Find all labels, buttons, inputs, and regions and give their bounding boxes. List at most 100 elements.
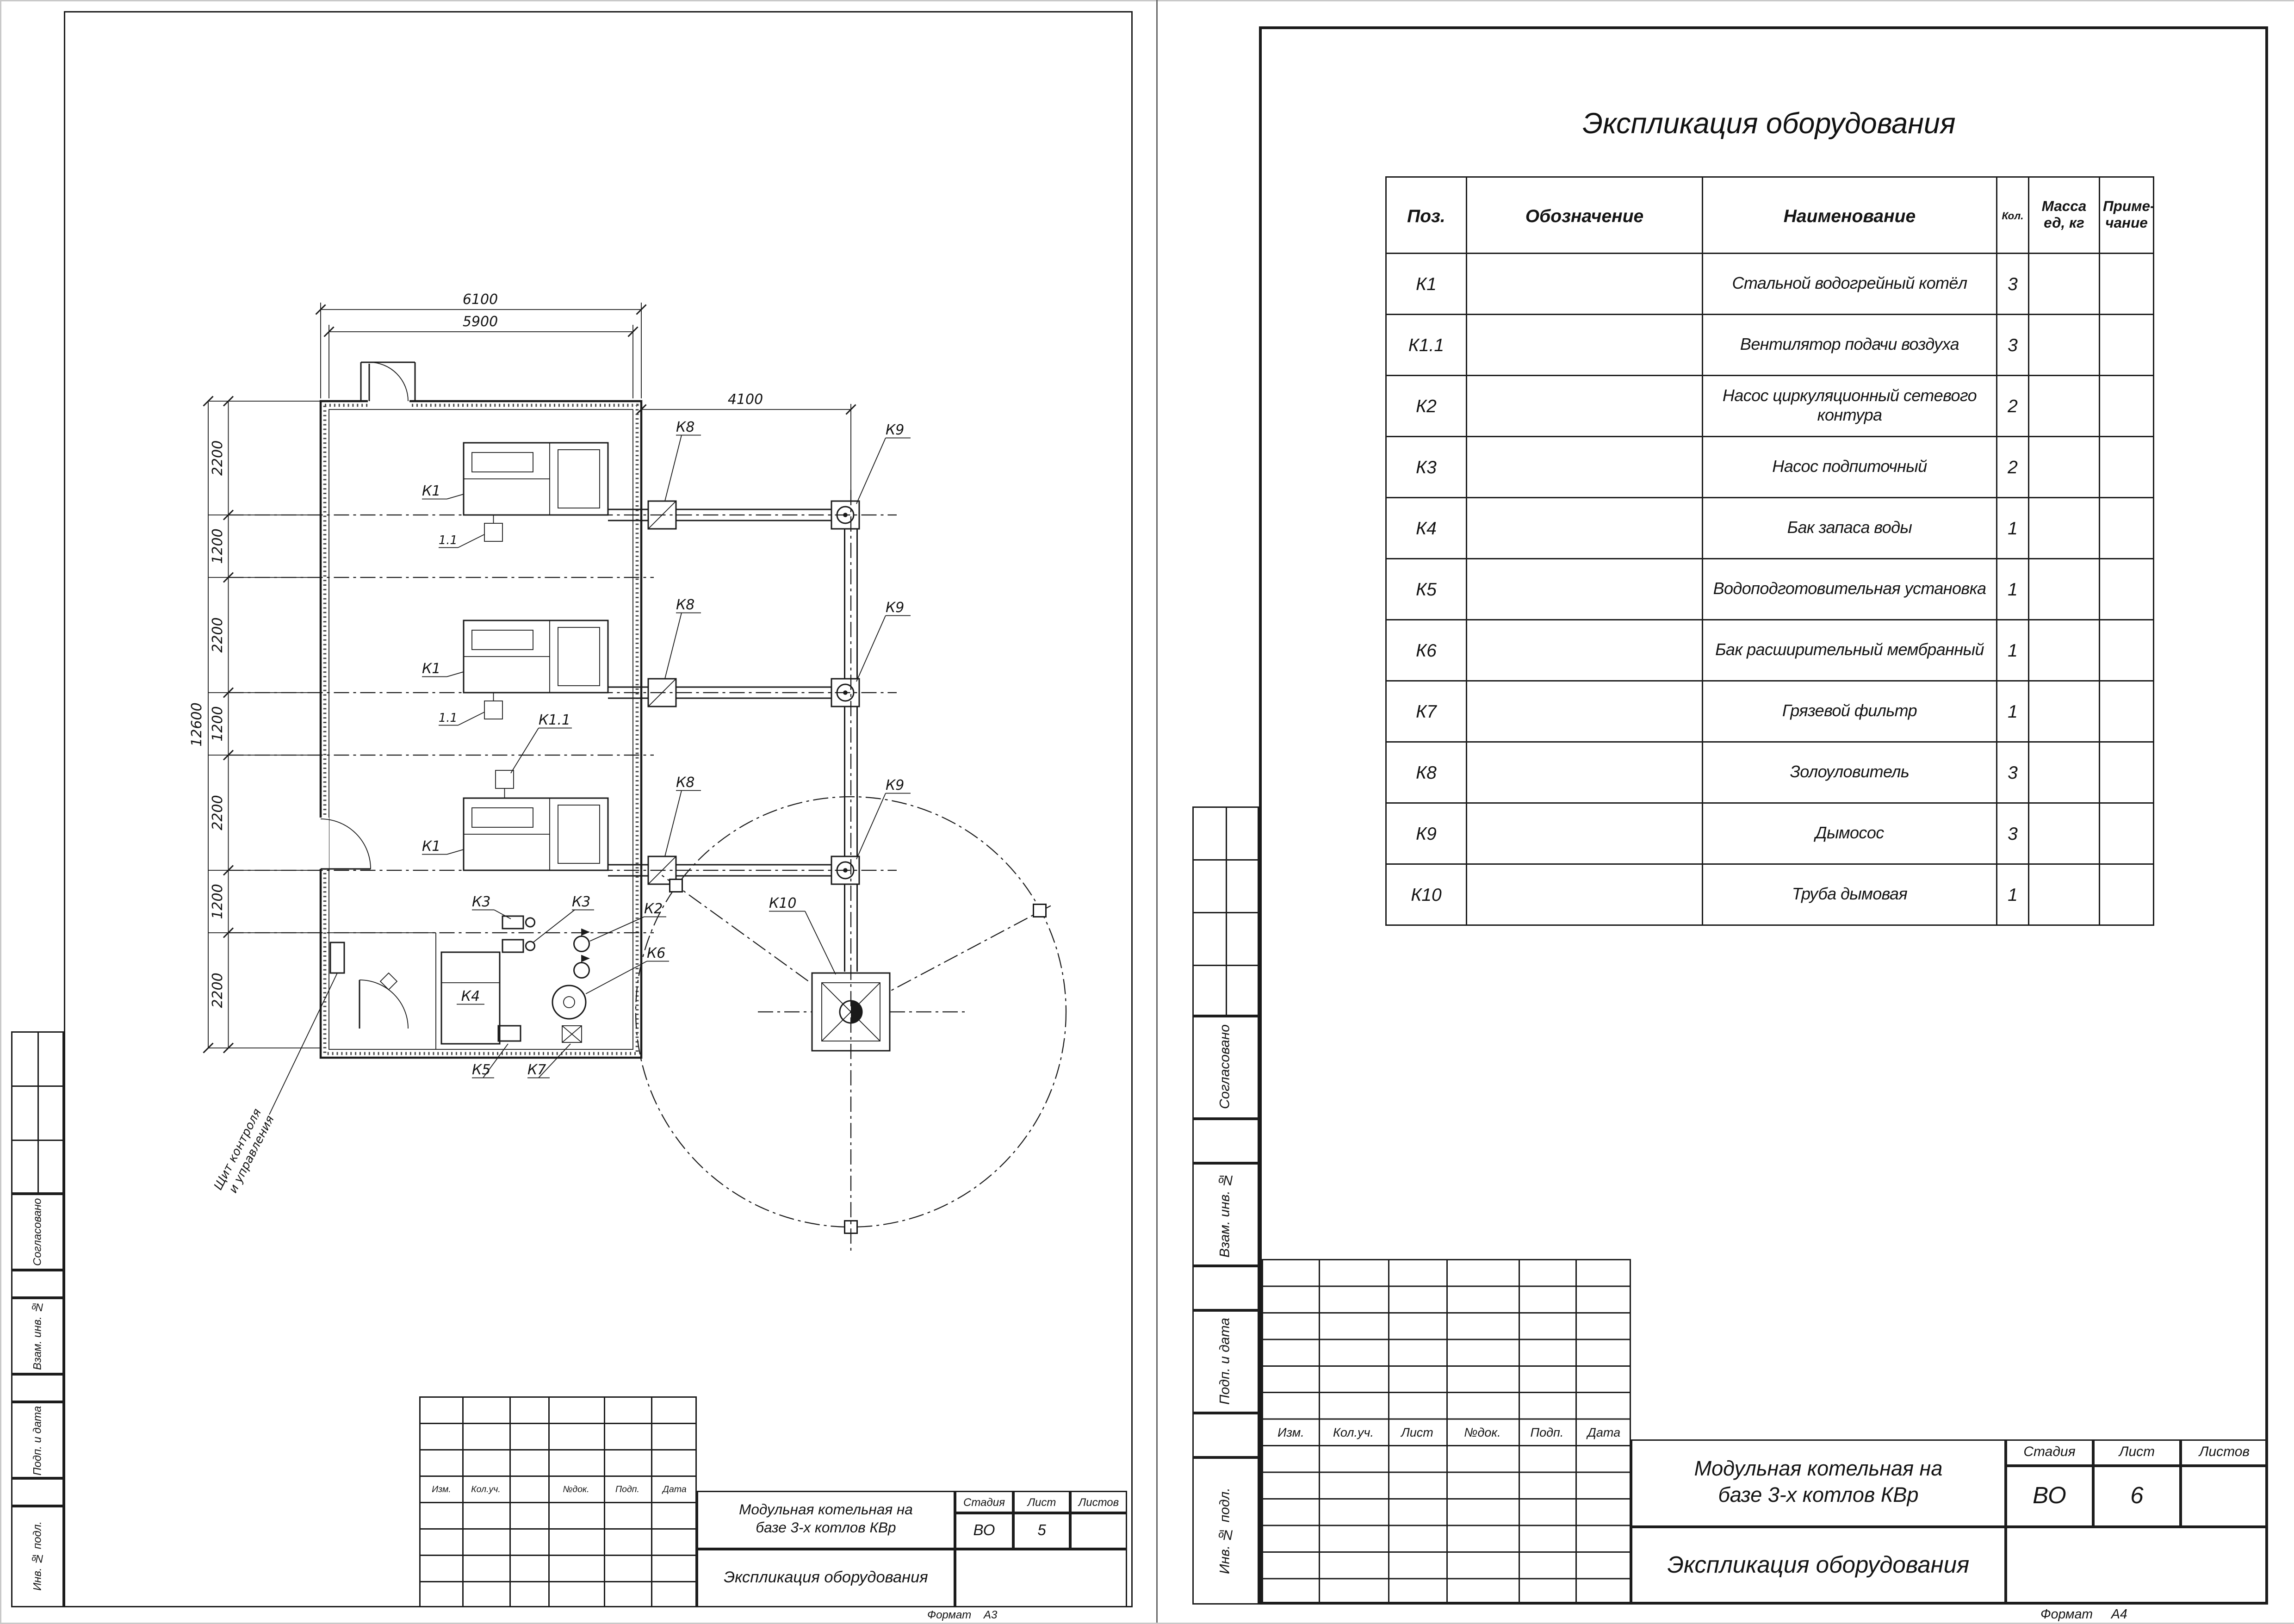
spec-cell-designation bbox=[1466, 436, 1703, 498]
spec-title: Экспликация оборудования bbox=[1582, 108, 1956, 140]
spec-cell-mass bbox=[2028, 253, 2100, 315]
dim-12600: 12600 bbox=[189, 702, 205, 746]
spec-cell-pos: К1.1 bbox=[1385, 314, 1467, 376]
spec-cell-name: Водоподготовительная установка bbox=[1702, 558, 1997, 620]
label-k1-3: К1 bbox=[422, 838, 440, 855]
a3-doc-name: Экспликация оборудования bbox=[697, 1549, 955, 1607]
strip-a4-podp: Подп. и дата bbox=[1192, 1310, 1259, 1413]
a4-rev-list: Лист bbox=[1401, 1426, 1433, 1440]
spec-cell-qty: 2 bbox=[1996, 436, 2029, 498]
spec-row: К6 Бак расширительный мембранный 1 bbox=[1385, 619, 2154, 682]
boiler-k1-1 bbox=[463, 442, 609, 542]
k4-tank bbox=[440, 951, 501, 1045]
k2-pumps bbox=[573, 929, 590, 979]
plan-labels: К1 К1 К1 1.1 1.1 К1.1 К8 К8 К8 К9 К9 bbox=[211, 419, 911, 1195]
control-panel-box bbox=[329, 942, 345, 974]
spec-cell-qty: 3 bbox=[1996, 741, 2029, 804]
spec-cell-name: Вентилятор подачи воздуха bbox=[1702, 314, 1997, 376]
label-k2: К2 bbox=[644, 901, 663, 917]
a3-stage-value: ВО bbox=[955, 1513, 1013, 1549]
spec-cell-note bbox=[2099, 619, 2154, 682]
spec-table: Поз. Обозначение Наименование Кол. Масса… bbox=[1385, 176, 2154, 926]
a3-rev-grid: Изм. Кол.уч. №док. Подп. Дата bbox=[419, 1396, 697, 1607]
spec-cell-designation bbox=[1466, 375, 1703, 437]
axis-lines bbox=[228, 490, 897, 1251]
spec-cell-name: Бак запаса воды bbox=[1702, 497, 1997, 559]
spec-row: К1.1 Вентилятор подачи воздуха 3 bbox=[1385, 314, 2154, 376]
spec-cell-name: Стальной водогрейный котёл bbox=[1702, 253, 1997, 315]
spec-cell-mass bbox=[2028, 741, 2100, 804]
strip-grid-a4 bbox=[1192, 806, 1259, 1016]
spec-cell-pos: К10 bbox=[1385, 863, 1467, 926]
label-k6: К6 bbox=[647, 945, 665, 961]
spec-cell-pos: К4 bbox=[1385, 497, 1467, 559]
a3-rev-list bbox=[509, 1477, 548, 1503]
valve-diamond bbox=[379, 972, 398, 991]
strip-grid bbox=[11, 1031, 64, 1194]
spec-cell-name: Насос подпиточный bbox=[1702, 436, 1997, 498]
spec-cell-designation bbox=[1466, 558, 1703, 620]
spec-cell-pos: К5 bbox=[1385, 558, 1467, 620]
label-k8-1: К8 bbox=[676, 419, 694, 435]
k3-pumps bbox=[502, 915, 536, 953]
a3-stage-label: Стадия bbox=[955, 1491, 1013, 1513]
a3-rev-koluch: Кол.уч. bbox=[471, 1485, 501, 1495]
spec-cell-mass bbox=[2028, 314, 2100, 376]
label-k4: К4 bbox=[461, 988, 480, 1004]
dim-chain-3: 1200 bbox=[210, 706, 226, 741]
spec-header-pos: Поз. bbox=[1385, 176, 1467, 254]
guy-anchor-1 bbox=[669, 879, 683, 893]
spec-cell-mass bbox=[2028, 558, 2100, 620]
spec-cell-note bbox=[2099, 375, 2154, 437]
dim-6100: 6100 bbox=[463, 291, 498, 308]
spec-cell-note bbox=[2099, 253, 2154, 315]
spec-cell-name: Золоуловитель bbox=[1702, 741, 1997, 804]
strip-label-vzam: Взам. инв. № bbox=[11, 1298, 64, 1374]
spec-cell-qty: 1 bbox=[1996, 863, 2029, 926]
a4-stage-label: Стадия bbox=[2006, 1439, 2093, 1466]
a4-sheet-label: Лист bbox=[2093, 1439, 2181, 1466]
k7-filter bbox=[562, 1025, 582, 1043]
a4-format-value: А4 bbox=[2111, 1607, 2127, 1623]
strip-a4-inv: Инв. № подл. bbox=[1192, 1457, 1259, 1605]
spec-cell-mass bbox=[2028, 375, 2100, 437]
spec-row: К9 Дымосос 3 bbox=[1385, 802, 2154, 865]
spec-row: К4 Бак запаса воды 1 bbox=[1385, 497, 2154, 559]
a3-rev-data: Дата bbox=[663, 1485, 687, 1495]
a3-sheet-label: Лист bbox=[1013, 1491, 1070, 1513]
spec-row: К5 Водоподготовительная установка 1 bbox=[1385, 558, 2154, 620]
label-k8-3: К8 bbox=[676, 775, 694, 791]
k5-water-treatment bbox=[497, 1025, 521, 1042]
dim-5900: 5900 bbox=[463, 314, 498, 330]
label-k9-2: К9 bbox=[886, 600, 904, 616]
spec-cell-mass bbox=[2028, 497, 2100, 559]
dim-chain-0: 2200 bbox=[210, 440, 226, 476]
spec-header-note: Приме- чание bbox=[2099, 176, 2154, 254]
dim-4100: 4100 bbox=[728, 391, 763, 408]
strip-a4-soglasovano: Согласовано bbox=[1192, 1016, 1259, 1119]
spec-row: К7 Грязевой фильтр 1 bbox=[1385, 680, 2154, 743]
spec-cell-qty: 3 bbox=[1996, 253, 2029, 315]
a4-sheet-value: 6 bbox=[2093, 1466, 2181, 1527]
a4-project-name: Модульная котельная на базе 3-х котлов К… bbox=[1631, 1439, 2006, 1527]
spec-cell-mass bbox=[2028, 863, 2100, 926]
spec-header-designation: Обозначение bbox=[1466, 176, 1703, 254]
spec-cell-name: Труба дымовая bbox=[1702, 863, 1997, 926]
strip-label-soglasovano: Согласовано bbox=[11, 1194, 64, 1270]
spec-cell-pos: К8 bbox=[1385, 741, 1467, 804]
dim-chain-5: 1200 bbox=[210, 884, 226, 919]
a3-rev-dok: №док. bbox=[563, 1485, 589, 1495]
spec-cell-note bbox=[2099, 497, 2154, 559]
label-k3-2: К3 bbox=[572, 894, 590, 910]
label-k11: К1.1 bbox=[539, 712, 570, 728]
spec-cell-name: Насос циркуляционный сетевого контура bbox=[1702, 375, 1997, 437]
spec-cell-qty: 3 bbox=[1996, 314, 2029, 376]
spec-row: К2 Насос циркуляционный сетевого контура… bbox=[1385, 375, 2154, 437]
dim-chain-6: 2200 bbox=[210, 973, 226, 1008]
spec-cell-name: Бак расширительный мембранный bbox=[1702, 619, 1997, 682]
label-fan-1: 1.1 bbox=[439, 533, 458, 547]
label-k9-3: К9 bbox=[886, 777, 904, 793]
spec-cell-note bbox=[2099, 802, 2154, 865]
spec-row: К10 Труба дымовая 1 bbox=[1385, 863, 2154, 926]
spec-row: К3 Насос подпиточный 2 bbox=[1385, 436, 2154, 498]
